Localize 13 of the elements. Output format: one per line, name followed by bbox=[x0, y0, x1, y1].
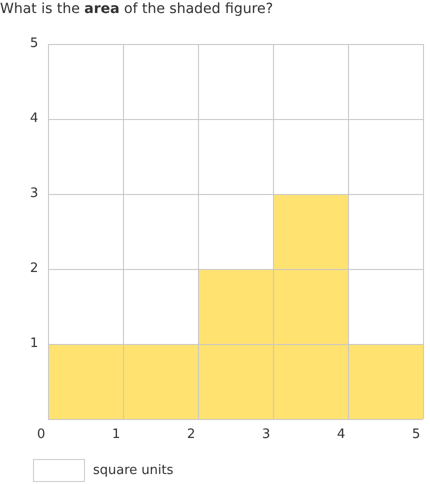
axis-tick-label: 5 bbox=[30, 36, 38, 52]
axis-tick-label: 5 bbox=[412, 427, 420, 443]
axis-tick-label: 1 bbox=[112, 427, 120, 443]
axis-tick-label: 0 bbox=[37, 427, 46, 443]
axis-tick-label: 1 bbox=[30, 336, 38, 352]
axis-tick-label: 2 bbox=[30, 261, 38, 277]
axis-tick-label: 4 bbox=[337, 427, 346, 443]
question-text: What is the area of the shaded figure? bbox=[0, 0, 274, 18]
axis-tick-label: 3 bbox=[30, 186, 38, 202]
unit-label: square units bbox=[93, 463, 174, 479]
axis-tick-label: 3 bbox=[262, 427, 270, 443]
axis-tick-label: 2 bbox=[187, 427, 196, 443]
axis-tick-label: 4 bbox=[30, 111, 38, 127]
